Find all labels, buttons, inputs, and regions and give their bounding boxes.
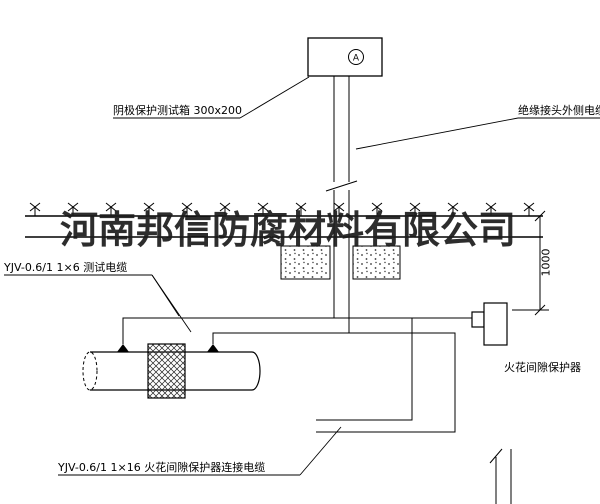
test-box-label: 阴极保护测试箱 300x200	[113, 104, 242, 117]
leader-connect-cable	[299, 426, 342, 476]
pipe-end-right	[251, 351, 261, 391]
test-cable-label: YJV-0.6/1 1×6 测试电缆	[4, 261, 128, 274]
leader-lines	[4, 76, 600, 476]
test-cable-a	[122, 317, 472, 344]
test-cable-b	[212, 332, 456, 433]
break-slash	[325, 180, 358, 192]
cable-terminal-right	[207, 344, 219, 352]
ammeter-letter: A	[353, 54, 360, 64]
company-watermark: 河南邦信防腐材料有限公司	[60, 207, 517, 252]
riser-symbol	[489, 448, 512, 504]
pipeline	[82, 343, 261, 399]
concrete-block-right	[352, 245, 401, 280]
pipe-end-left	[82, 351, 98, 391]
protector-neck	[471, 311, 485, 328]
ammeter-icon	[348, 49, 364, 65]
protector-cable	[316, 318, 413, 421]
spark-gap-protector	[471, 302, 508, 346]
leader-test-box	[239, 76, 310, 119]
test-box	[307, 37, 383, 77]
leader-test-cable-b	[151, 274, 192, 333]
cables	[122, 317, 472, 433]
concrete-foundation	[280, 245, 401, 280]
concrete-block-left	[280, 245, 331, 280]
dimension-1000	[512, 210, 549, 316]
outer-cable-label: 绝缘接头外侧电缆	[518, 104, 600, 117]
leader-outer-cable	[355, 117, 519, 150]
cable-terminal-left	[117, 344, 129, 352]
protector-body	[483, 302, 508, 346]
support-post	[325, 76, 358, 333]
test-box-assembly: A	[307, 37, 383, 77]
spark-gap-protector-label: 火花间隙保护器	[504, 361, 581, 374]
insulating-joint	[147, 343, 186, 399]
connection-cable-label: YJV-0.6/1 1×16 火花间隙保护器连接电缆	[58, 461, 266, 474]
dimension-1000-text: 1000	[539, 248, 553, 277]
